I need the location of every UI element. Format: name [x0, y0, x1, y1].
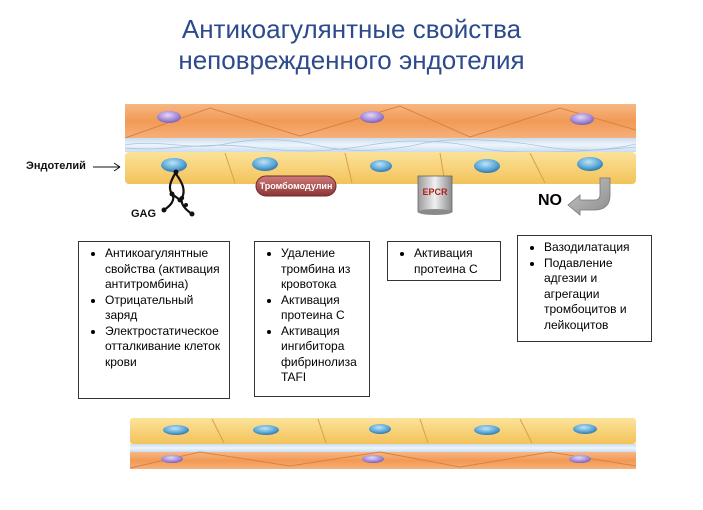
vessel-bottom	[129, 418, 637, 469]
epcr-shape	[417, 175, 453, 213]
epcr-label: EPCR	[422, 187, 448, 197]
list-item: Антикоагулянтные свойства (активация ант…	[105, 246, 223, 293]
page-title: Антикоагулянтные свойства неповрежденног…	[0, 14, 703, 76]
list-item: Электростатическое отталкивание клеток к…	[105, 324, 223, 371]
nucleus	[570, 113, 594, 125]
list-item: Удаление тромбина из кровотока	[281, 246, 363, 293]
info-box-no: Вазодилатация Подавление адгезии и агрег…	[517, 235, 652, 342]
vessel-top	[124, 104, 637, 184]
nucleus	[569, 455, 591, 463]
nucleus	[252, 157, 278, 171]
nucleus	[577, 157, 603, 171]
nucleus	[474, 425, 500, 435]
gag-label: GAG	[131, 208, 157, 220]
nucleus	[369, 424, 391, 434]
list-item: Подавление адгезии и агрегации тромбоцит…	[544, 256, 645, 334]
nucleus	[474, 159, 500, 173]
title-line-2: неповрежденного эндотелия	[178, 45, 525, 75]
thrombomodulin-shape	[255, 175, 337, 197]
nucleus	[362, 455, 384, 463]
nucleus	[157, 111, 181, 123]
nucleus	[370, 160, 392, 172]
title-line-1: Антикоагулянтные свойства	[181, 14, 522, 44]
info-box-epcr: Активация протеина С	[387, 241, 501, 281]
list-item: Активация ингибитора фибринолиза TAFI	[281, 324, 363, 386]
list-item: Активация протеина С	[281, 293, 363, 324]
endothelium-label: Эндотелий	[26, 160, 86, 172]
list-item: Вазодилатация	[544, 240, 645, 256]
nucleus	[163, 425, 189, 435]
nucleus	[161, 158, 187, 172]
no-release-arrow	[567, 177, 611, 216]
info-box-gag: Антикоагулянтные свойства (активация ант…	[78, 241, 230, 399]
nucleus	[161, 455, 183, 463]
nucleus	[253, 425, 279, 435]
cell-boundaries	[124, 105, 637, 139]
info-box-thrombomodulin: Удаление тромбина из кровотока Активация…	[254, 241, 370, 397]
nucleus	[573, 424, 597, 434]
list-item: Отрицательный заряд	[105, 293, 223, 324]
thrombomodulin-label: Тромбомодулин	[259, 181, 333, 191]
basement-membrane	[130, 444, 636, 452]
list-item: Активация протеина С	[414, 246, 494, 277]
no-label: NO	[538, 192, 562, 209]
nucleus	[360, 111, 384, 123]
